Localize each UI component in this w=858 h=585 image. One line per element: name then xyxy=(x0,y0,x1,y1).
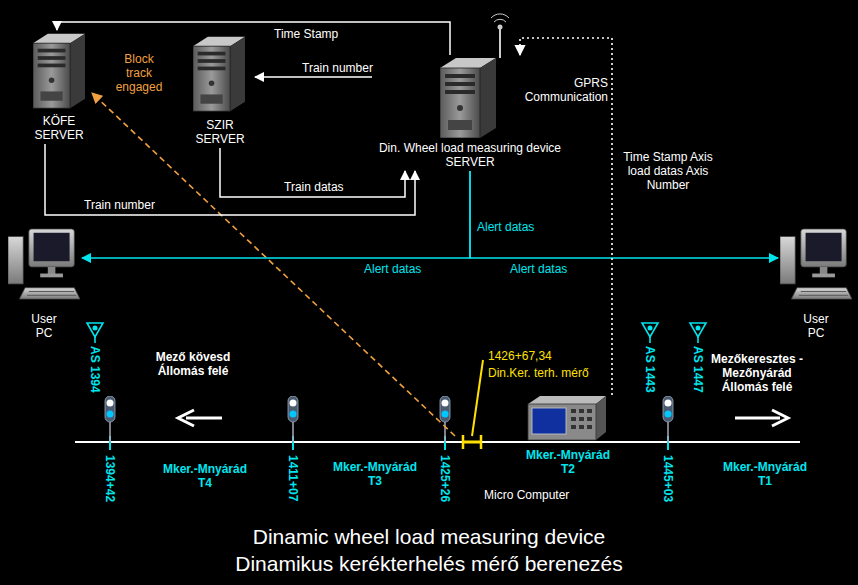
connector xyxy=(45,144,415,215)
annotation-label: Mező kövesd Állomás felé xyxy=(154,350,232,378)
annotation-label: Mker.-Mnyárád T1 xyxy=(717,460,813,488)
annotation-label: Mker.-Mnyárád T4 xyxy=(157,462,253,490)
device-node: User PC xyxy=(6,228,82,342)
edge-label: Train datas xyxy=(282,180,346,194)
node-label: User PC xyxy=(24,312,64,340)
connector xyxy=(255,76,372,78)
node-label: KÖFE SERVER xyxy=(33,114,85,142)
edge-label: Alert datas xyxy=(508,262,569,276)
vertical-label: 1411+07 xyxy=(286,455,300,501)
edge-label: Time Stamp xyxy=(272,27,340,41)
micro-computer-icon xyxy=(528,396,606,440)
annotation-label: Din.Ker. terh. mérő xyxy=(488,366,600,380)
node-label: Din. Wheel load measuring device SERVER xyxy=(372,141,568,169)
direction-arrow xyxy=(178,410,222,426)
vertical-label: 1394+42 xyxy=(103,455,117,502)
track xyxy=(75,441,800,443)
device-node: SZIR SERVER xyxy=(185,30,255,148)
annotation-label: 1426+67,34 xyxy=(488,349,598,363)
vertical-label: AS 1394 xyxy=(88,346,102,393)
annotation-label: Mker.-Mnyárád T2 xyxy=(520,448,616,476)
wheel-load-detector xyxy=(463,360,483,449)
node-label: SZIR SERVER xyxy=(194,118,246,146)
annotation-label: Alert datas xyxy=(477,220,557,234)
annotation-label: Block track engaged xyxy=(110,52,168,94)
diagram-title: Dinamic wheel load measuring device xyxy=(0,524,858,549)
edge-label: Train number xyxy=(82,198,157,212)
annotation-label: GPRS Communication xyxy=(518,76,608,104)
node-label: Micro Computer xyxy=(484,488,620,502)
device-node: Din. Wheel load measuring device SERVER xyxy=(372,55,568,171)
vertical-label: AS 1443 xyxy=(643,346,657,393)
vertical-label: 1425+26 xyxy=(438,455,452,502)
edge-label: Alert datas xyxy=(362,262,423,276)
km-ticks xyxy=(110,436,668,450)
diagram-caption: Dinamikus kerékterhelés mérő berenezés xyxy=(0,551,858,576)
device-node: User PC xyxy=(778,228,854,342)
device-node: KÖFE SERVER xyxy=(28,30,90,144)
connector xyxy=(82,171,470,258)
antenna xyxy=(491,14,509,58)
vertical-label: 1445+03 xyxy=(661,455,675,502)
annotation-label: Mker.-Mnyárád T3 xyxy=(327,460,423,488)
annotation-label: Mezőkeresztes - Mezőnyárád Állomás felé xyxy=(706,352,808,394)
edge-label: Time Stamp Axis load datas Axis Number xyxy=(620,150,716,192)
edge-label: Train number xyxy=(300,61,375,75)
direction-arrow xyxy=(735,410,788,426)
connector xyxy=(57,22,450,55)
connector xyxy=(220,148,405,197)
vertical-label: AS 1447 xyxy=(691,346,705,393)
node-label: User PC xyxy=(796,312,836,340)
